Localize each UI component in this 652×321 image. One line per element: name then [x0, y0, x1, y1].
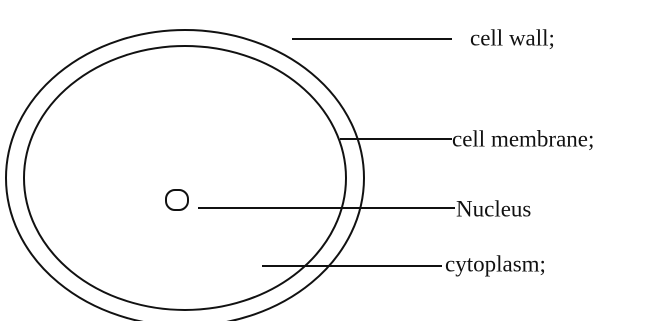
cell-membrane-label: cell membrane; [452, 126, 594, 151]
nucleus-label: Nucleus [456, 196, 531, 221]
cell-wall-outline [5, 29, 365, 321]
nucleus-shape [165, 189, 189, 211]
cell-wall-label: cell wall; [470, 25, 555, 50]
cytoplasm-label: cytoplasm; [445, 251, 546, 276]
cell-membrane-outline [23, 45, 347, 311]
